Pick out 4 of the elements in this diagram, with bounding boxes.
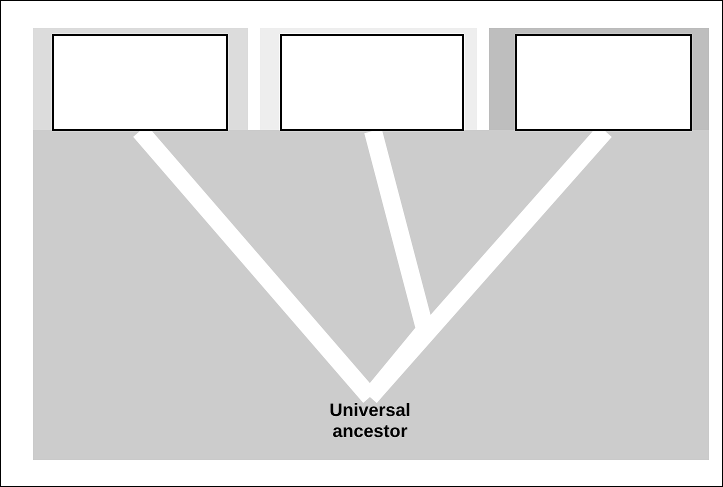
node-label: Universal ancestor	[315, 400, 425, 444]
empty-box	[52, 34, 228, 131]
empty-box	[515, 34, 692, 131]
empty-box	[280, 34, 464, 131]
